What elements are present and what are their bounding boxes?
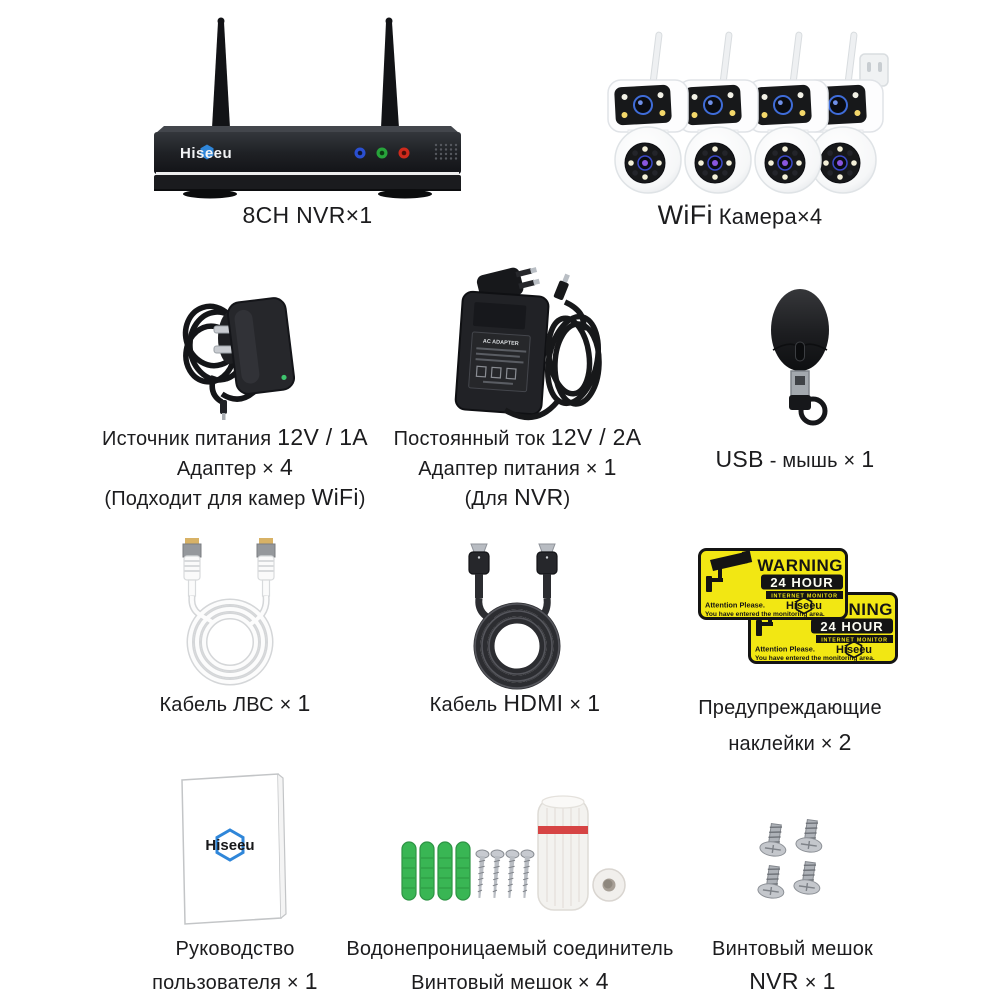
nvr-screws-image — [757, 818, 823, 899]
dc-barrel-plug — [553, 273, 570, 300]
svg-text:AC ADAPTER: AC ADAPTER — [483, 339, 519, 347]
waterproof-connector — [537, 795, 589, 911]
manual-brand-logo: Hiseeu — [205, 828, 255, 862]
nvr-label: 8CH NVR×1 — [242, 202, 373, 228]
waterproof-connector-kit-image — [401, 795, 626, 911]
rj45-connector — [182, 538, 202, 597]
nvr-antenna-left — [212, 17, 230, 128]
mouse-scroll-wheel — [795, 341, 805, 362]
lan-cable-image — [182, 538, 276, 686]
nvr-foot — [183, 189, 237, 199]
usb-mouse-image — [771, 289, 829, 426]
nvr-antenna-right — [381, 17, 399, 128]
nvr-screw — [795, 818, 823, 853]
nvr-foot — [378, 189, 432, 199]
hdmi-connector — [536, 543, 558, 598]
svg-text:Hiseeu: Hiseeu — [205, 837, 254, 854]
nvr-screws-label: Винтовый мешок NVR×1 — [712, 938, 873, 994]
nvr-power-adapter-image: AC ADAPTER — [454, 267, 602, 421]
hdmi-connector — [468, 543, 490, 598]
warning-stickers-image — [698, 548, 898, 664]
hdmi-cable-image — [468, 543, 561, 690]
nvr-screw — [793, 860, 821, 895]
user-manual-image: Hiseeu — [181, 773, 287, 925]
adapter-spec-sticker: AC ADAPTER — [468, 331, 531, 393]
wifi-cameras-image — [607, 30, 889, 194]
camera-power-adapter-image — [182, 297, 295, 420]
nvr-screw — [757, 864, 785, 899]
mounting-screws — [475, 849, 535, 899]
svg-text:Hiseeu: Hiseeu — [180, 145, 232, 162]
rubber-grommet-ring — [592, 868, 626, 902]
warning-stickers-label: Предупреждающие наклейки ×2 — [698, 697, 882, 755]
nvr-screw — [759, 822, 787, 857]
nvr-vent-grid — [434, 143, 458, 160]
nvr-image: Hiseeu — [154, 17, 461, 199]
usb-connector — [789, 370, 811, 410]
user-manual-label: Руководство пользователя ×1 — [152, 938, 318, 994]
nvr-status-leds — [354, 147, 410, 159]
rj45-connector — [256, 538, 276, 597]
nvr-brand-logo: Hiseeu — [180, 144, 232, 162]
wall-anchors — [401, 841, 471, 901]
usb-mouse-label: USB- мышь ×1 — [715, 446, 875, 472]
warning-sticker-front — [698, 548, 848, 620]
lan-cable-label: Кабель ЛВС ×1 — [159, 690, 311, 716]
waterproof-connector-kit-label: Водонепроницаемый соединитель Винтовый м… — [346, 938, 674, 994]
